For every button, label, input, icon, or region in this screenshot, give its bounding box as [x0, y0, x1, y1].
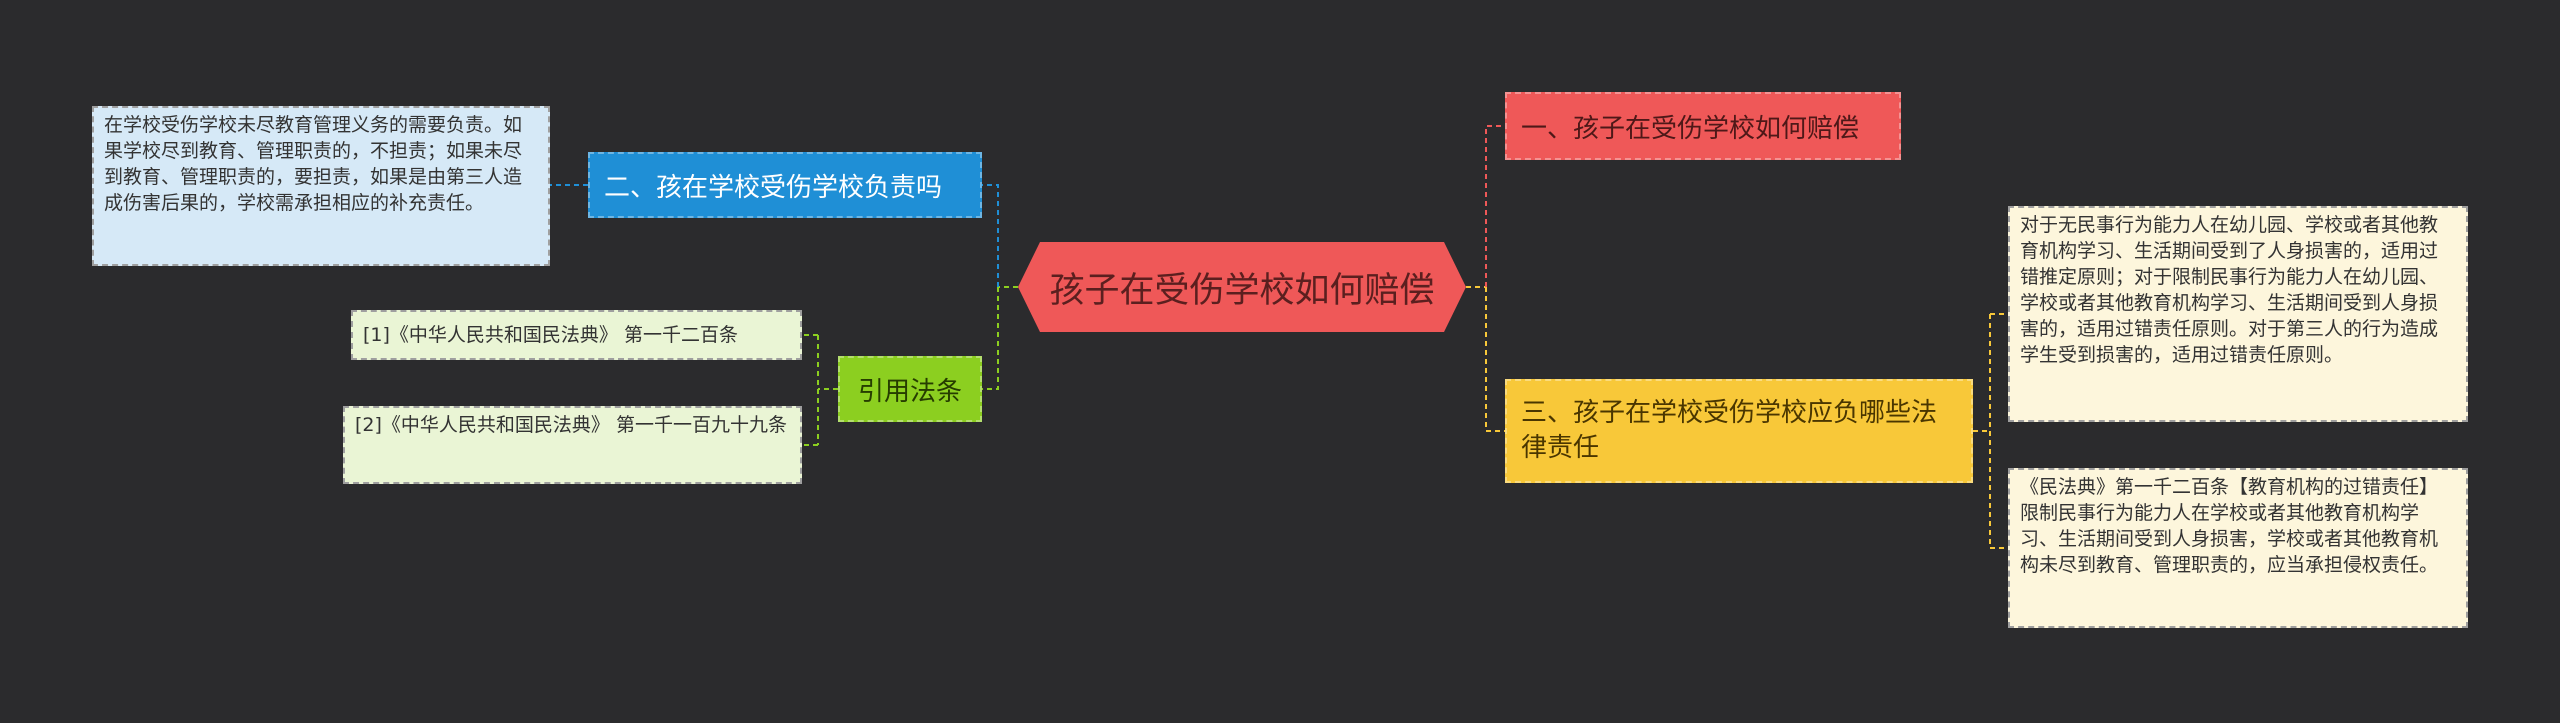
- branch-school-responsible[interactable]: 二、孩在学校受伤学校负责吗: [588, 152, 982, 218]
- leaf-text: 对于无民事行为能力人在幼儿园、学校或者其他教育机构学习、生活期间受到了人身损害的…: [2020, 214, 2439, 366]
- leaf-text: [1]《中华人民共和国民法典》 第一千二百条: [363, 324, 738, 346]
- branch-label: 三、孩子在学校受伤学校应负哪些法律责任: [1521, 398, 1938, 463]
- leaf-school-responsibility-detail[interactable]: 在学校受伤学校未尽教育管理义务的需要负责。如果学校尽到教育、管理职责的，不担责；…: [92, 106, 550, 266]
- leaf-law-citation-2[interactable]: [2]《中华人民共和国民法典》 第一千一百九十九条: [343, 406, 802, 484]
- leaf-text: 在学校受伤学校未尽教育管理义务的需要负责。如果学校尽到教育、管理职责的，不担责；…: [104, 114, 523, 214]
- link-to-green: [982, 287, 999, 390]
- branch-how-to-compensate[interactable]: 一、孩子在受伤学校如何赔偿: [1505, 92, 1901, 160]
- leaf-text: [2]《中华人民共和国民法典》 第一千一百九十九条: [355, 414, 787, 436]
- leaf-civil-code-article[interactable]: 《民法典》第一千二百条【教育机构的过错责任】限制民事行为能力人在学校或者其他教育…: [2008, 468, 2468, 628]
- link-green-leaves: [802, 334, 838, 446]
- branch-legal-liability[interactable]: 三、孩子在学校受伤学校应负哪些法律责任: [1505, 379, 1973, 483]
- branch-label: 二、孩在学校受伤学校负责吗: [604, 172, 943, 203]
- leaf-law-citation-1[interactable]: [1]《中华人民共和国民法典》 第一千二百条: [351, 310, 802, 360]
- leaf-text: 《民法典》第一千二百条【教育机构的过错责任】限制民事行为能力人在学校或者其他教育…: [2020, 476, 2439, 576]
- leaf-liability-principles[interactable]: 对于无民事行为能力人在幼儿园、学校或者其他教育机构学习、生活期间受到了人身损害的…: [2008, 206, 2468, 422]
- link-to-blue: [982, 184, 999, 287]
- branch-label: 引用法条: [857, 376, 962, 407]
- branch-cited-laws[interactable]: 引用法条: [838, 356, 982, 422]
- link-to-red: [1485, 125, 1505, 287]
- link-yellow-leaves: [1973, 313, 2008, 549]
- central-topic[interactable]: 孩子在受伤学校如何赔偿: [1018, 242, 1466, 332]
- link-to-yellow: [1485, 287, 1505, 432]
- branch-label: 一、孩子在受伤学校如何赔偿: [1521, 113, 1860, 144]
- central-topic-label: 孩子在受伤学校如何赔偿: [1049, 270, 1435, 311]
